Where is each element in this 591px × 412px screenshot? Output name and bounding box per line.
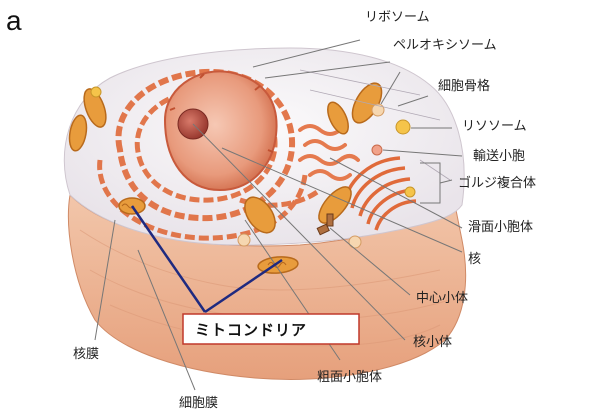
label-nuclear-envelope: 核膜 [73, 347, 99, 362]
vesicle [238, 234, 250, 246]
vesicle [91, 87, 101, 97]
label-cytoskeleton: 細胞骨格 [438, 78, 490, 94]
lysosome [396, 120, 410, 134]
panel-letter: a [6, 5, 22, 36]
label-nucleolus: 核小体 [413, 335, 452, 350]
centrosome [327, 214, 333, 226]
vesicle [405, 187, 415, 197]
label-cell-membrane: 細胞膜 [179, 396, 218, 411]
vesicle [349, 236, 361, 248]
label-lysosome: リソソーム [462, 119, 527, 134]
label-smooth-er: 滑面小胞体 [468, 220, 533, 235]
label-ribosome: リボソーム [365, 10, 430, 25]
transport-vesicle [372, 145, 382, 155]
label-nucleus: 核 [468, 252, 481, 267]
label-transport-vesicle: 輸送小胞 [473, 149, 525, 164]
label-golgi: ゴルジ複合体 [458, 175, 536, 191]
label-rough-er: 粗面小胞体 [317, 370, 382, 385]
label-centrosome: 中心小体 [416, 291, 468, 306]
label-peroxisome: ペルオキシソーム [393, 38, 497, 53]
mitochondria-label: ミトコンドリア [195, 321, 307, 339]
